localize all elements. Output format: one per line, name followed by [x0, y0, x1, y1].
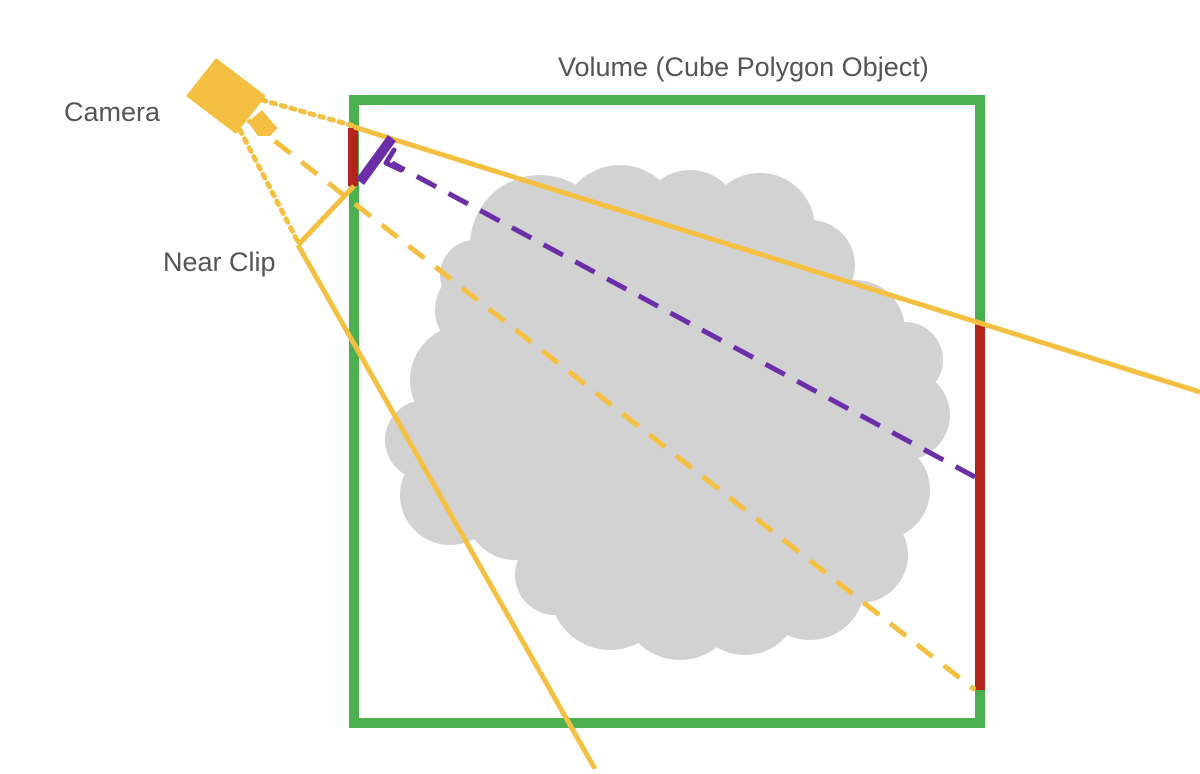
volume-label: Volume (Cube Polygon Object) [558, 52, 929, 82]
near-clip-label: Near Clip [163, 247, 276, 277]
camera-projection-upper [259, 97, 357, 129]
near-clip-purple-segment [355, 135, 397, 185]
view-ray-dashed [246, 118, 977, 692]
purple-ray-dashed [390, 160, 977, 480]
camera-projection-lower [237, 127, 301, 245]
cloud-shape [385, 165, 950, 660]
frustum-lower-edge [295, 243, 598, 771]
frustum-upper-edge [353, 124, 1200, 395]
camera-icon [186, 58, 278, 136]
purple-ray-arrowhead [383, 147, 404, 173]
camera-label: Camera [64, 97, 161, 127]
near-clip-line [296, 184, 356, 247]
